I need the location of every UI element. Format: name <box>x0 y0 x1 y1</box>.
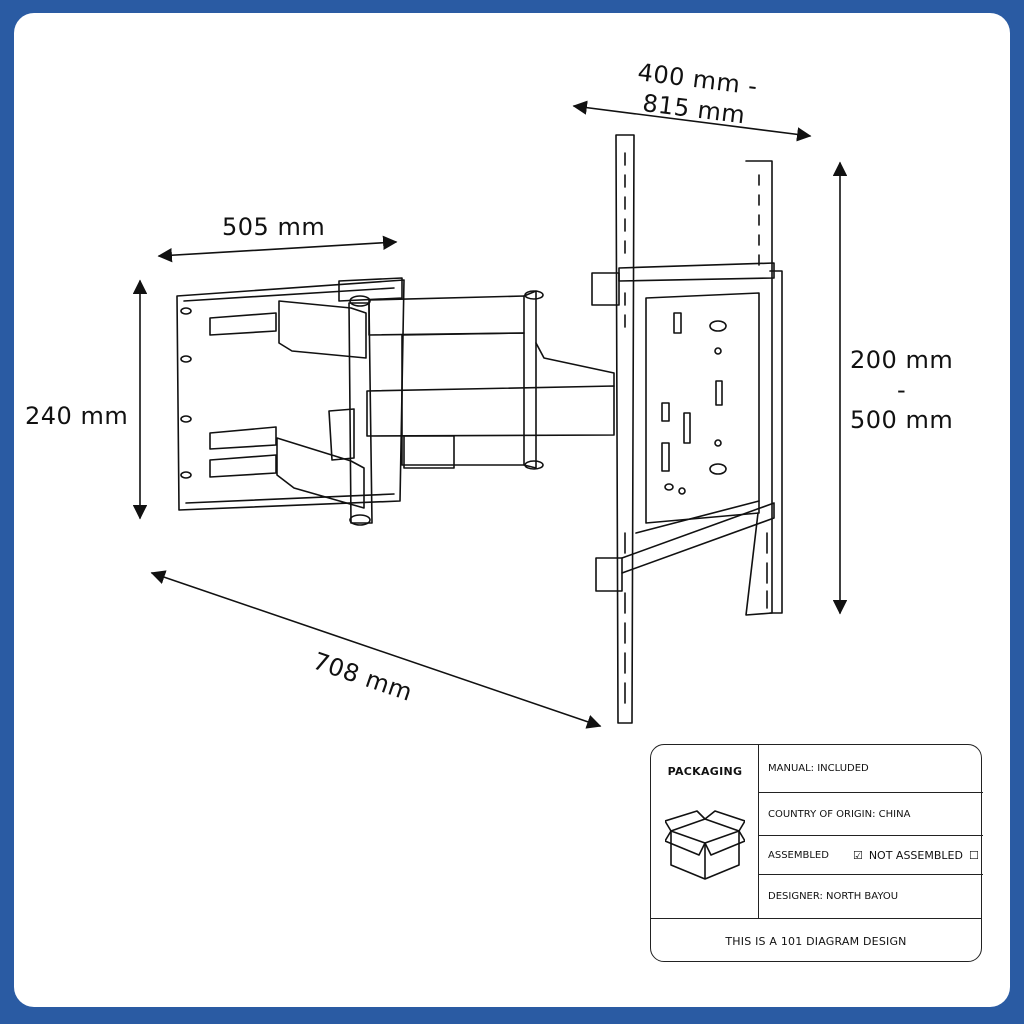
not-assembled-label: NOT ASSEMBLED <box>868 848 963 862</box>
dimension-vesa-height-line3: 500 mm <box>850 406 954 434</box>
packaging-footer: THIS IS A 101 DIAGRAM DESIGN <box>651 918 981 963</box>
packaging-left-cell: PACKAGING <box>651 745 759 918</box>
swing-arms <box>276 290 615 526</box>
tv-bracket <box>591 134 783 724</box>
packaging-manual-row: MANUAL: INCLUDED <box>759 745 983 793</box>
tv-mount-drawing <box>132 100 848 729</box>
arrow-icon <box>150 570 602 729</box>
arrow-icon <box>157 235 398 263</box>
open-box-icon <box>665 810 745 880</box>
packaging-manual: MANUAL: INCLUDED <box>768 763 869 774</box>
arrow-icon <box>572 100 812 142</box>
dimension-vesa-height-line1: 200 mm <box>850 346 954 374</box>
assembled-label: ASSEMBLED <box>768 849 829 861</box>
packaging-origin-row: COUNTRY OF ORIGIN: CHINA <box>759 793 983 836</box>
packaging-origin: COUNTRY OF ORIGIN: CHINA <box>768 808 911 820</box>
packaging-title: PACKAGING <box>667 765 743 778</box>
packaging-designer-row: DESIGNER: NORTH BAYOU <box>759 875 983 918</box>
wall-plate <box>176 277 405 511</box>
dimension-vesa-height: 200 mm - 500 mm <box>850 345 953 435</box>
dimension-arm-height: 240 mm <box>25 402 129 430</box>
checkbox-checked-icon: ☑ <box>852 848 863 862</box>
packaging-designer: DESIGNER: NORTH BAYOU <box>768 891 899 902</box>
checkbox-empty-icon: ☐ <box>968 848 979 862</box>
diagram-card: 505 mm 240 mm 708 mm 400 mm - 815 mm 200… <box>14 13 1010 1007</box>
dimension-vesa-height-line2: - <box>897 376 907 404</box>
packaging-info-box: PACKAGING MANUAL: INCLUDED COUNTRY OF OR… <box>650 744 983 963</box>
packaging-assembly-row: ASSEMBLED ☑ NOT ASSEMBLED ☐ <box>759 836 983 875</box>
dimension-arm-width: 505 mm <box>222 213 326 241</box>
